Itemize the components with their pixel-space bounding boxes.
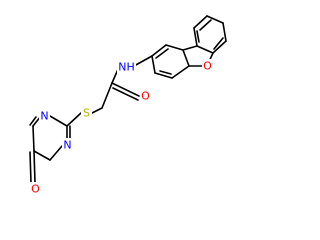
sulfur-label-bg [81, 106, 92, 120]
bond-28 [49, 115, 68, 127]
keto-oxygen-label: O [31, 183, 40, 196]
bond-1 [196, 45, 214, 54]
n-upper-label-bg [39, 109, 50, 123]
nh-label-bg [117, 60, 136, 74]
amide-nh-label: NH [118, 61, 135, 74]
bond-19 [155, 48, 169, 59]
bond-24 [112, 87, 139, 101]
bond-8 [213, 37, 224, 50]
bond-5 [222, 22, 227, 42]
bond-23 [111, 82, 140, 97]
bond-18 [171, 65, 190, 79]
bond-4 [206, 15, 224, 24]
bond-13 [182, 45, 198, 51]
bond-14 [165, 44, 184, 51]
furan-oxygen-label: O [203, 60, 212, 73]
bond-17 [154, 72, 173, 79]
bond-25 [101, 82, 113, 109]
bond-21 [133, 55, 153, 67]
n-lower-label-bg [62, 138, 73, 152]
amide-oxygen-label: O [141, 90, 150, 103]
bond-34 [33, 150, 51, 161]
bond-36 [33, 150, 36, 184]
keto-o-label-bg [30, 182, 41, 196]
bond-9 [196, 30, 200, 43]
bond-35 [49, 145, 63, 161]
bond-3 [193, 15, 208, 29]
bond-6 [212, 40, 227, 54]
bond-26 [91, 107, 103, 114]
bond-16 [151, 55, 156, 74]
bond-2 [193, 27, 198, 47]
bond-20 [159, 70, 172, 75]
pyrimidine-n-upper-label: N [40, 110, 48, 123]
atom-label-layer: NH O S O N N O [30, 59, 213, 196]
amide-o-label-bg [140, 89, 151, 103]
sulfur-label: S [83, 107, 90, 120]
bond-15 [151, 44, 167, 57]
bond-37 [29, 151, 32, 184]
molecule-structure: NH O S O N N O [29, 15, 227, 196]
bond-12 [182, 49, 190, 67]
pyrimidine-n-lower-label: N [63, 139, 71, 152]
bond-32 [29, 116, 37, 126]
bond-33 [32, 125, 35, 152]
bond-27 [66, 112, 82, 127]
bond-7 [199, 19, 212, 31]
furan-o-label-bg [202, 59, 213, 73]
